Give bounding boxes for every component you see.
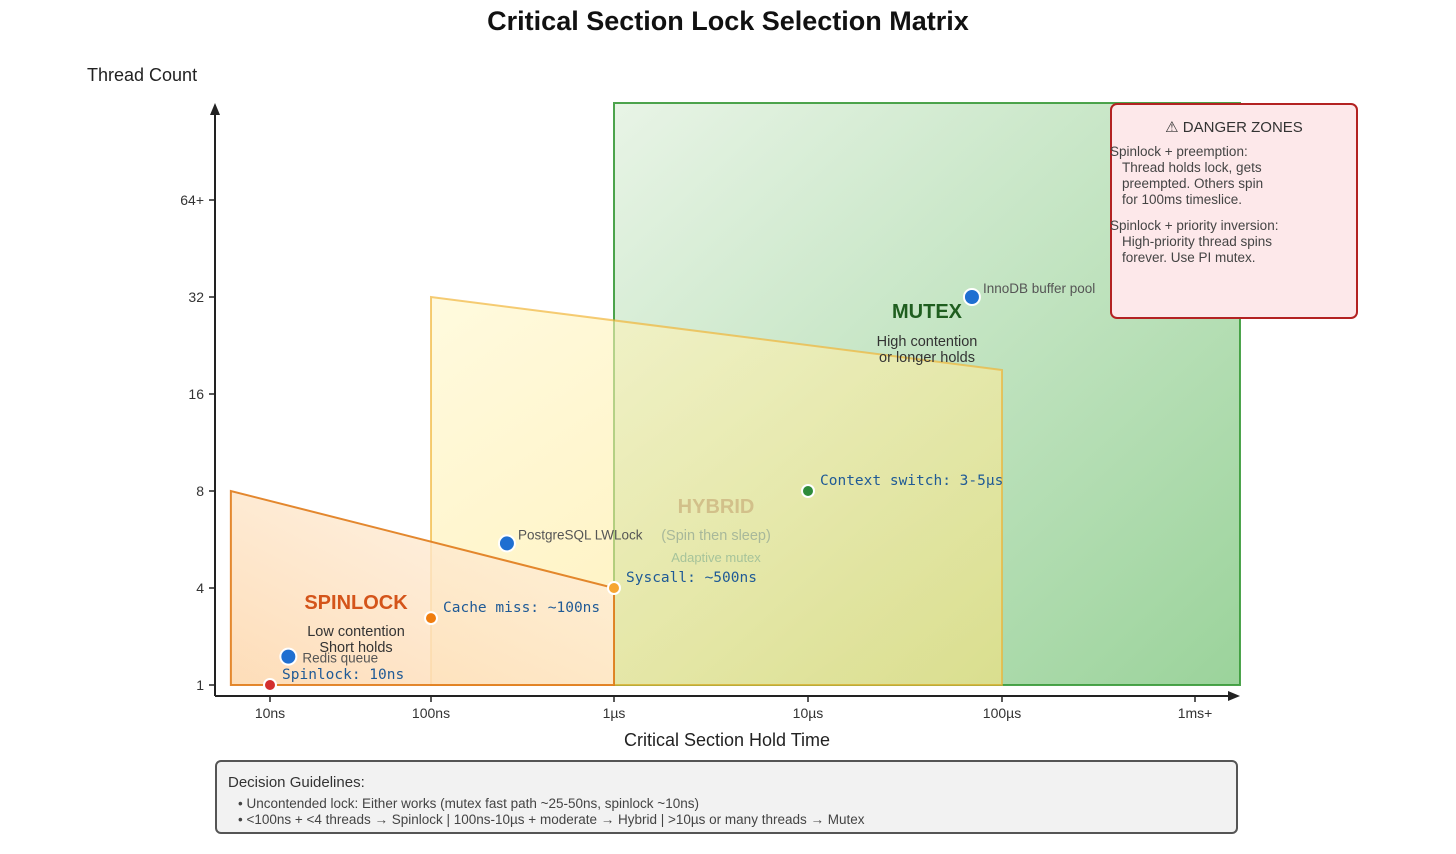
x-tick-label: 10µs bbox=[793, 705, 824, 721]
reference-point-label: Spinlock: 10ns bbox=[282, 667, 404, 683]
example-point bbox=[962, 288, 981, 306]
region-subtitle: (Spin then sleep) bbox=[661, 528, 771, 544]
region-subtitle: Short holds bbox=[319, 640, 392, 656]
reference-point-label: Context switch: 3-5µs bbox=[820, 473, 1003, 489]
x-tick-label: 10ns bbox=[255, 705, 285, 721]
y-tick-label: 16 bbox=[188, 386, 204, 402]
region-title-hybrid: HYBRID bbox=[678, 496, 755, 518]
reference-point bbox=[263, 678, 277, 692]
y-tick-label: 8 bbox=[196, 483, 204, 499]
y-tick-label: 64+ bbox=[180, 192, 204, 208]
chart-title: Critical Section Lock Selection Matrix bbox=[487, 6, 969, 36]
danger-item-heading: Spinlock + priority inversion: bbox=[1110, 218, 1279, 233]
danger-zones-title: ⚠ DANGER ZONES bbox=[1165, 119, 1303, 136]
x-tick-label: 1ms+ bbox=[1178, 705, 1213, 721]
danger-item: Spinlock + preemption: Thread holds lock… bbox=[1110, 144, 1356, 208]
y-tick-label: 4 bbox=[196, 580, 204, 596]
guidelines-title: Decision Guidelines: bbox=[228, 774, 365, 791]
region-title-mutex: MUTEX bbox=[892, 301, 963, 323]
region-title-spinlock: SPINLOCK bbox=[304, 592, 408, 614]
reference-point bbox=[424, 611, 438, 626]
example-point bbox=[279, 647, 298, 666]
example-point bbox=[497, 534, 516, 553]
reference-point bbox=[801, 484, 815, 498]
region-subtitle: Low contention bbox=[307, 624, 405, 640]
example-point-label: Redis queue bbox=[302, 651, 378, 666]
decision-guidelines-panel: Decision Guidelines: • Uncontended lock:… bbox=[215, 760, 1238, 834]
x-tick-label: 1µs bbox=[603, 705, 626, 721]
region-subtitle: Adaptive mutex bbox=[671, 550, 761, 565]
reference-point-label: Syscall: ~500ns bbox=[626, 570, 757, 586]
region-subtitle: High contention bbox=[877, 334, 978, 350]
guideline-item: • Uncontended lock: Either works (mutex … bbox=[238, 796, 699, 811]
danger-item: Spinlock + priority inversion: High-prio… bbox=[1110, 218, 1356, 266]
x-axis-arrow-icon bbox=[1228, 691, 1240, 701]
reference-point bbox=[607, 581, 621, 595]
danger-item-heading: Spinlock + preemption: bbox=[1110, 144, 1248, 159]
y-axis-arrow-icon bbox=[210, 103, 220, 115]
y-axis-label: Thread Count bbox=[87, 65, 197, 85]
guideline-item: • <100ns + <4 threads → Spinlock | 100ns… bbox=[238, 812, 865, 827]
region-subtitle: or longer holds bbox=[879, 350, 975, 366]
danger-zones-panel: ⚠ DANGER ZONES Spinlock + preemption: Th… bbox=[1110, 103, 1358, 319]
y-tick-label: 32 bbox=[188, 289, 204, 305]
x-axis-label: Critical Section Hold Time bbox=[624, 730, 830, 750]
x-tick-label: 100µs bbox=[983, 705, 1021, 721]
danger-item-body: High-priority thread spins forever. Use … bbox=[1122, 234, 1273, 265]
danger-item-body: Thread holds lock, gets preempted. Other… bbox=[1122, 160, 1264, 207]
x-tick-label: 100ns bbox=[412, 705, 450, 721]
example-point-label: PostgreSQL LWLock bbox=[518, 527, 643, 542]
example-point-label: InnoDB buffer pool bbox=[983, 281, 1095, 296]
y-tick-label: 1 bbox=[196, 677, 204, 693]
reference-point-label: Cache miss: ~100ns bbox=[443, 600, 600, 616]
